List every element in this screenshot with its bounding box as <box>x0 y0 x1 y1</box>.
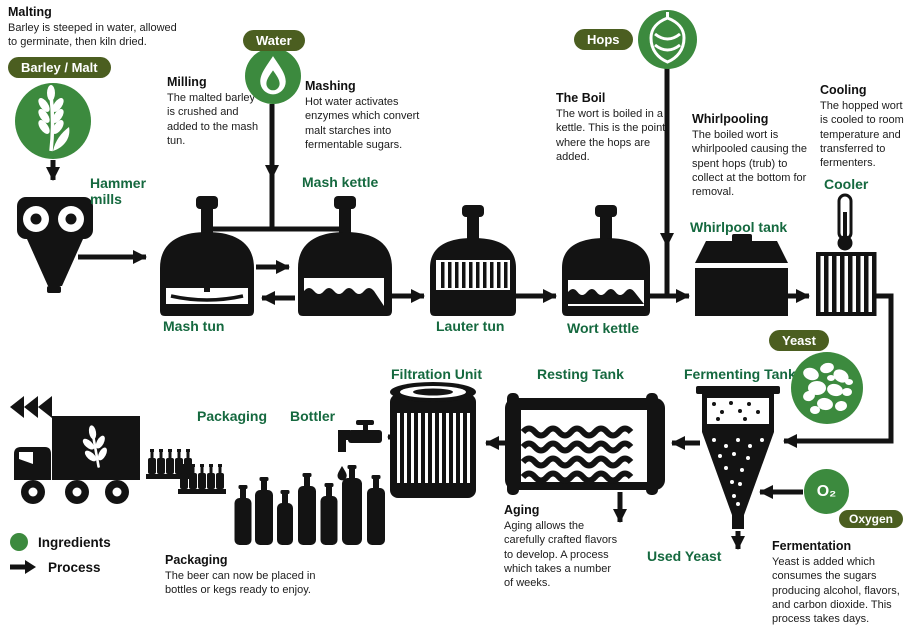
label-used-yeast: Used Yeast <box>647 548 722 564</box>
label-lauter-tun: Lauter tun <box>436 318 505 334</box>
barley-circle <box>15 83 91 159</box>
yeast-circle <box>791 352 863 424</box>
step-cooling-title: Cooling <box>820 83 867 97</box>
pill-oxygen: Oxygen <box>839 510 904 528</box>
label-mash-tun: Mash tun <box>163 318 225 334</box>
bottles-row <box>234 465 385 545</box>
label-resting-tank: Resting Tank <box>537 366 624 382</box>
step-milling-text: The malted barley is crushed and added t… <box>167 92 259 147</box>
faucet-icon <box>337 420 382 481</box>
hop-cone-icon <box>649 12 686 64</box>
step-cooling-text: The hopped wort is cooled to room temper… <box>820 100 904 170</box>
step-aging: Aging Aging allows the carefully crafted… <box>504 503 619 590</box>
filtration-unit-shape <box>390 382 476 498</box>
wheat-icon <box>38 85 70 152</box>
step-malting-title: Malting <box>8 5 52 19</box>
step-mashing: Mashing Hot water activates enzymes whic… <box>305 79 433 152</box>
step-the-boil-text: The wort is boiled in a kettle. This is … <box>556 108 666 163</box>
step-aging-text: Aging allows the carefully crafted flavo… <box>504 520 618 590</box>
label-fermenting-tank: Fermenting Tank <box>684 366 796 382</box>
oxygen-circle: O₂ <box>804 469 849 514</box>
step-whirlpooling: Whirlpooling The boiled wort is whirlpoo… <box>692 112 814 199</box>
mash-tun-shape <box>160 196 254 316</box>
legend-ingredients: Ingredients <box>10 533 111 551</box>
packaging-clusters <box>146 449 226 494</box>
step-whirlpooling-text: The boiled wort is whirlpooled causing t… <box>692 129 807 199</box>
oxygen-symbol: O₂ <box>816 482 837 500</box>
step-packaging: Packaging The beer can now be placed in … <box>165 553 340 598</box>
mash-kettle-shape <box>298 196 392 316</box>
step-fermentation: Fermentation Yeast is added which consum… <box>772 539 908 626</box>
legend-ingredients-label: Ingredients <box>38 534 111 550</box>
step-malting-text: Barley is steeped in water, allowed to g… <box>8 22 177 49</box>
label-filtration-unit: Filtration Unit <box>391 366 482 382</box>
step-milling: Milling The malted barley is crushed and… <box>167 75 262 148</box>
water-drop-icon <box>260 56 286 95</box>
hammer-mill-shape <box>17 197 93 293</box>
label-packaging: Packaging <box>197 408 268 424</box>
step-packaging-title: Packaging <box>165 553 228 567</box>
cooler-shape <box>816 252 877 316</box>
process-flow-lines <box>46 68 894 550</box>
legend-process: Process <box>8 559 101 575</box>
step-mashing-text: Hot water activates enzymes which conver… <box>305 96 420 151</box>
step-whirlpooling-title: Whirlpooling <box>692 112 769 126</box>
hops-circle <box>638 10 697 69</box>
water-circle <box>245 48 301 104</box>
label-hammer-mills: Hammer mills <box>90 175 147 207</box>
step-cooling: Cooling The hopped wort is cooled to roo… <box>820 83 910 170</box>
ingredient-dot-icon <box>10 533 28 551</box>
pill-barley-malt: Barley / Malt <box>8 57 111 78</box>
wort-kettle-shape <box>562 205 650 316</box>
step-fermentation-text: Yeast is added which consumes the sugars… <box>772 556 900 626</box>
step-mashing-title: Mashing <box>305 79 356 93</box>
step-malting: Malting Barley is steeped in water, allo… <box>8 5 188 50</box>
whirlpool-tank-shape <box>695 234 788 316</box>
label-whirlpool-tank: Whirlpool tank <box>690 219 788 235</box>
wheat-emblem-icon <box>82 425 107 468</box>
step-the-boil: The Boil The wort is boiled in a kettle.… <box>556 91 671 164</box>
label-mash-kettle: Mash kettle <box>302 174 379 190</box>
legend-process-label: Process <box>48 559 101 575</box>
pill-yeast: Yeast <box>769 330 829 351</box>
step-the-boil-title: The Boil <box>556 91 606 105</box>
label-bottler: Bottler <box>290 408 336 424</box>
label-cooler: Cooler <box>824 176 869 192</box>
label-wort-kettle: Wort kettle <box>567 320 640 336</box>
thermometer-icon <box>837 193 853 251</box>
step-fermentation-title: Fermentation <box>772 539 852 553</box>
step-aging-title: Aging <box>504 503 540 517</box>
step-milling-title: Milling <box>167 75 207 89</box>
yeast-cells-icon <box>803 362 853 414</box>
step-packaging-text: The beer can now be placed in bottles or… <box>165 570 316 597</box>
resting-tank-shape <box>505 393 665 495</box>
delivery-truck-shape <box>10 396 140 504</box>
pill-hops: Hops <box>574 29 633 50</box>
pill-water: Water <box>243 30 305 51</box>
lauter-tun-shape <box>430 205 516 316</box>
process-arrow-icon <box>10 560 36 574</box>
fermenting-tank-shape <box>696 386 780 529</box>
